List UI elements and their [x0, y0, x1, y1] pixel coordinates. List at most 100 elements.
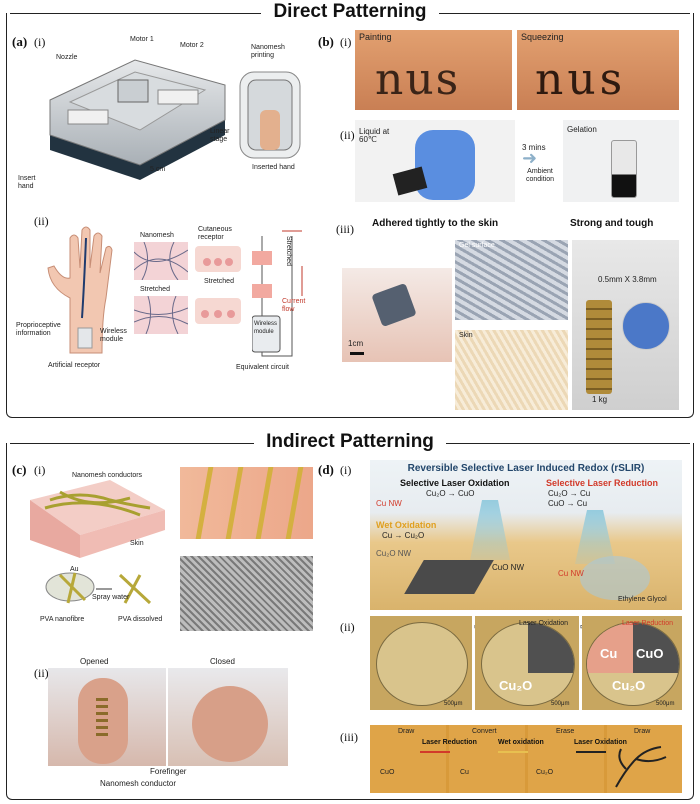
photo-skin: Skin	[455, 330, 568, 410]
label-sel-ox: Selective Laser Oxidation	[400, 478, 510, 488]
label-au: Au	[70, 566, 79, 573]
oxidized-sector	[528, 623, 574, 673]
label-artificial-receptor: Artificial receptor	[48, 362, 101, 369]
label-wireless-module-box: Wireless module	[254, 321, 278, 335]
pva-diagram	[45, 572, 152, 605]
label-arrow-ox: Laser Oxidation	[574, 739, 627, 746]
label-painting: Painting	[359, 32, 392, 42]
circle-sample-3	[586, 622, 680, 706]
label-3-mins: 3 mins	[522, 143, 546, 152]
finger-closed	[192, 686, 268, 762]
label-cuo-nw: CuO NW	[492, 563, 524, 572]
label-nanomesh-conductor: Nanomesh conductor	[100, 779, 177, 788]
panel-d-ii: (ii)	[340, 620, 355, 634]
photo-finger-closed	[168, 668, 288, 766]
photo-circle-2: Laser Oxidation Cu₂O 500μm	[475, 616, 579, 710]
label-cu-big: Cu	[600, 646, 618, 661]
label-sel-red-eq1: Cu₂O → Cu	[548, 489, 591, 498]
label-inserted-hand: Inserted hand	[252, 164, 295, 171]
panel-d-iii: (iii)	[340, 730, 358, 744]
indirect-frame	[6, 443, 694, 800]
photo-gelation: Gelation	[563, 120, 679, 202]
label-nozzle: Nozzle	[56, 54, 78, 61]
photo-sem-mesh	[180, 556, 313, 631]
label-stretched-vert: Stretched	[285, 236, 292, 266]
label-nanomesh-printing: Nanomesh printing	[251, 44, 285, 59]
label-skin-c: Skin	[130, 540, 144, 547]
label-wet-ox: Wet Oxidation	[376, 520, 437, 530]
arrow-line-wet	[498, 751, 528, 753]
reduced-sector	[587, 623, 633, 673]
panel-b-label: (b)	[318, 34, 334, 49]
frame-erase	[528, 725, 604, 793]
equivalent-circuit	[252, 230, 303, 357]
label-sel-red: Selective Laser Reduction	[546, 478, 659, 488]
photo-circle-1: 500μm	[370, 616, 472, 710]
label-nanomesh: Nanomesh	[140, 232, 174, 239]
receptor-top	[195, 246, 241, 272]
label-motor1: Motor 1	[130, 36, 154, 43]
label-stretched-arrow: Stretched	[204, 278, 234, 285]
panel-d-i: (i)	[340, 463, 352, 477]
printer-device	[49, 59, 226, 180]
photo-painting: Painting nus	[355, 30, 512, 110]
panel-b-ii: (ii)	[340, 128, 355, 142]
label-dims: 0.5mm X 3.8mm	[598, 275, 657, 284]
photo-draw-sequence: Draw Convert Erase Draw Laser Reduction …	[370, 725, 682, 793]
text-nus-squeezing: nus	[535, 54, 627, 105]
label-cuo-big: CuO	[636, 646, 664, 661]
conductor-line-3	[255, 467, 274, 539]
label-motor2: Motor 2	[180, 42, 204, 49]
vial-gel	[611, 140, 637, 198]
label-strong: Strong and tough	[570, 218, 654, 229]
label-convert: Convert	[472, 728, 497, 735]
scale-1: 500μm	[444, 701, 463, 707]
label-sel-red-eq2: CuO → Cu	[548, 499, 588, 508]
cuo-region	[404, 560, 494, 594]
section-title-indirect: Indirect Patterning	[254, 431, 446, 452]
label-gel-surface: Gel surface	[459, 242, 495, 249]
circle-sample-2	[481, 622, 575, 706]
gel-film	[371, 282, 417, 328]
label-cu2o-big: Cu₂O	[499, 678, 533, 693]
panel-a-ii: (ii)	[34, 214, 49, 228]
label-wireless-module: Wireless module	[100, 328, 127, 343]
photo-weight: 0.5mm X 3.8mm 1 kg	[572, 240, 679, 410]
printer-top-view	[239, 71, 301, 159]
glove	[415, 130, 475, 200]
panel-d-label: (d)	[318, 462, 334, 477]
panel-b-iii: (iii)	[336, 222, 354, 236]
label-wet-ox-eq: Cu → Cu₂O	[382, 531, 425, 540]
nanomesh-strip	[96, 698, 108, 738]
conductor-line-1	[195, 467, 214, 539]
label-opened: Opened	[80, 657, 109, 666]
oxidized-sector-2	[633, 623, 679, 673]
photo-squeezing: Squeezing nus	[517, 30, 679, 110]
label-gelation: Gelation	[567, 125, 597, 134]
label-laser-oxidation: Laser Oxidation	[519, 620, 569, 627]
label-nanomesh-conductors: Nanomesh conductors	[72, 472, 143, 479]
text-nus-painting: nus	[375, 54, 461, 105]
label-spray-water: Spray water	[92, 594, 130, 601]
nanomesh-stretched	[134, 296, 188, 334]
label-cu2o-s: Cu₂O	[536, 769, 554, 776]
panel-b-i: (i)	[340, 35, 352, 49]
label-closed: Closed	[210, 657, 235, 666]
label-cutaneous-receptor: Cutaneous receptor	[198, 226, 232, 241]
label-pva-dissolved: PVA dissolved	[118, 616, 163, 623]
label-draw-2: Draw	[634, 728, 651, 735]
label-cuo-s: CuO	[380, 769, 395, 776]
label-sel-ox-eq: Cu₂O → CuO	[426, 489, 475, 498]
photo-gel-surface: Gel surface	[455, 240, 568, 320]
photo-skin-lines	[180, 467, 313, 539]
photo-circle-3: Laser Reduction Cu CuO Cu₂O 500μm	[582, 616, 682, 710]
label-squeezing: Squeezing	[521, 32, 564, 42]
label-cu2o-nw: Cu₂O NW	[376, 549, 412, 558]
label-1kg: 1 kg	[592, 395, 608, 404]
panel-c-i: (i)	[34, 463, 46, 477]
label-liquid: Liquid at 60℃	[359, 127, 390, 144]
label-cu2o-big-2: Cu₂O	[612, 678, 646, 693]
zoom-circle	[622, 302, 670, 350]
section-title-direct: Direct Patterning	[261, 1, 439, 22]
nanomesh-skin-diagram	[30, 480, 165, 558]
